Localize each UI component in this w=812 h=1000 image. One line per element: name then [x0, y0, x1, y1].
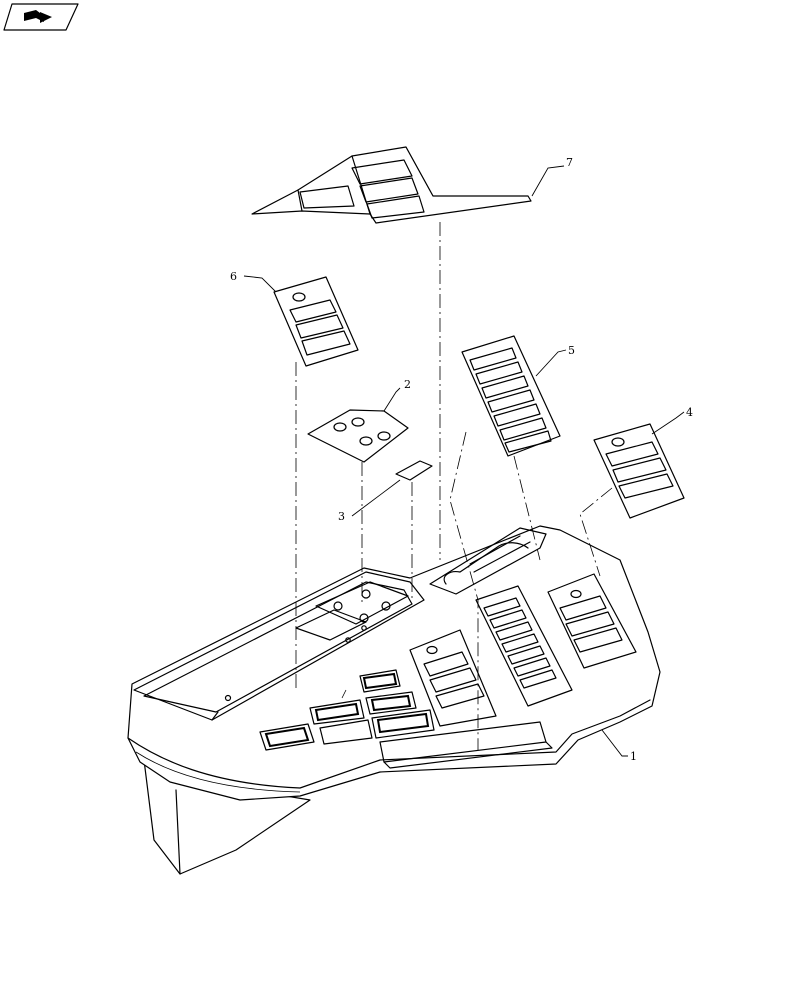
- part-6-panel: [273, 276, 359, 367]
- callout-4: 4: [686, 406, 693, 419]
- callout-3: 3: [338, 510, 345, 523]
- callout-6: 6: [230, 270, 237, 283]
- part-5-panel: [461, 335, 561, 457]
- part-4-panel: [593, 423, 685, 519]
- assembly-lines: [295, 222, 613, 750]
- part-7-cover: [251, 146, 532, 224]
- callout-5: 5: [568, 344, 575, 357]
- arrow-book-icon: [24, 10, 52, 23]
- part-2-plate: [307, 409, 409, 463]
- part-1-console: [127, 525, 661, 875]
- navigation-button-frame: [3, 3, 79, 31]
- callout-7: 7: [566, 156, 573, 169]
- callout-1: 1: [630, 750, 637, 763]
- callout-2: 2: [404, 378, 411, 391]
- navigation-button[interactable]: [3, 3, 79, 31]
- part-3-pad: [395, 460, 433, 481]
- callout-labels: 7 6 2 3 5 4 1: [230, 156, 693, 763]
- leader-lines: [243, 165, 685, 757]
